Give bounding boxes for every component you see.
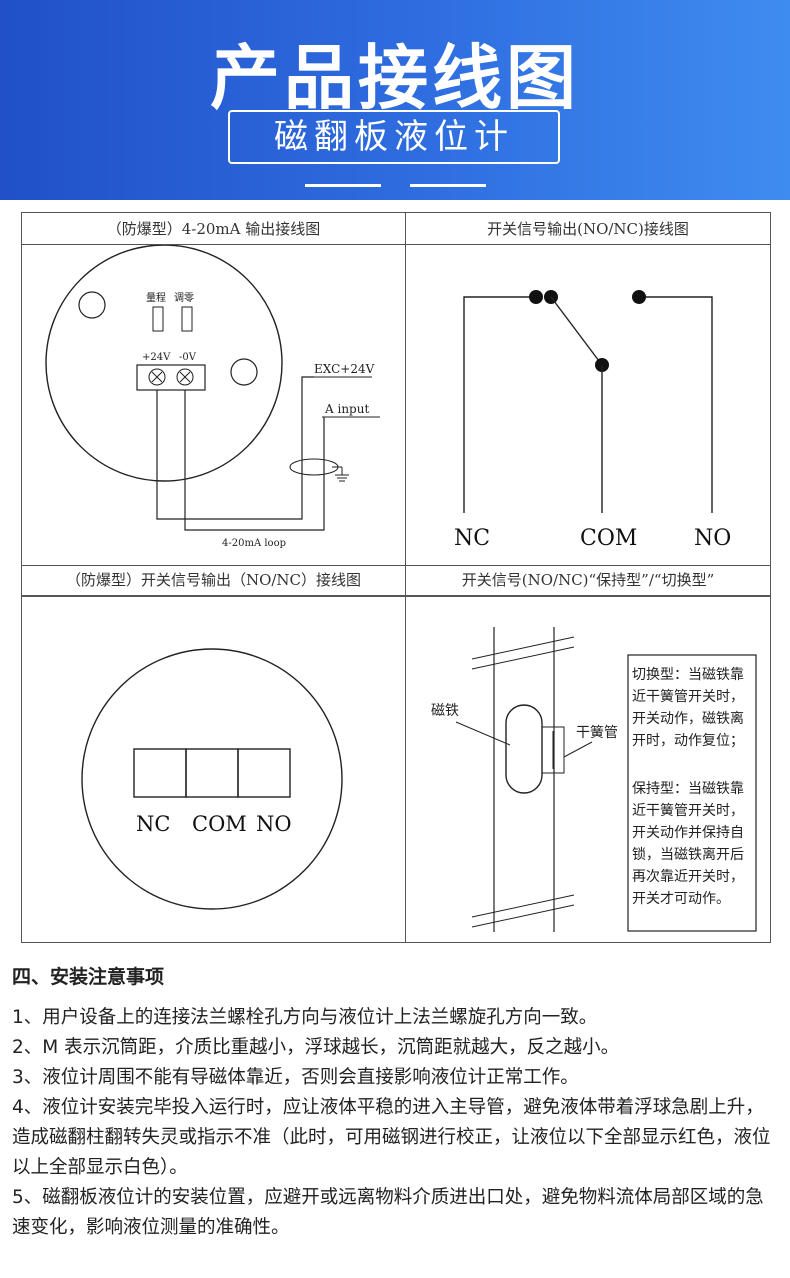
terminal-block-diagram: NC COM NO bbox=[81, 648, 343, 910]
grid-divider-upper bbox=[22, 565, 770, 566]
plus-24v-label: +24V bbox=[142, 352, 171, 363]
magnet-label: 磁铁 bbox=[431, 703, 459, 719]
panel-4-20ma-wiring: （防爆型）4-20mA 输出接线图 量程 调零 +24V -0V EXC+24V… bbox=[22, 213, 405, 565]
zero-label: 调零 bbox=[174, 292, 194, 304]
panel-title: 开关信号输出(NO/NC)接线图 bbox=[406, 213, 770, 245]
hold-type-line-1: 保持型：当磁铁靠 bbox=[632, 781, 744, 797]
note-item: 3、液位计周围不能有导磁体靠近，否则会直接影响液位计正常工作。 bbox=[12, 1067, 579, 1088]
hold-type-line-4: 锁，当磁铁离开后 bbox=[632, 846, 744, 863]
switch-type-line-4: 开时，动作复位； bbox=[632, 732, 744, 749]
note-item: 5、磁翻板液位计的安装位置，应避开或远离物料介质进出口处，避免物料流体局部区域的… bbox=[12, 1187, 764, 1238]
page-subtitle: 磁翻板液位计 bbox=[228, 110, 560, 164]
note-item: 2、M 表示沉筒距，介质比重越小，浮球越长，沉筒距就越大，反之越小。 bbox=[12, 1037, 620, 1058]
panel-no-nc-wiring: 开关信号输出(NO/NC)接线图 NC COM NO bbox=[406, 213, 770, 565]
note-item: 1、用户设备上的连接法兰螺栓孔方向与液位计上法兰螺旋孔方向一致。 bbox=[12, 1007, 598, 1028]
grid-divider-lower bbox=[22, 596, 770, 597]
reed-switch-label: 干簧管 bbox=[576, 725, 618, 741]
header-banner: 产品接线图 磁翻板液位计 bbox=[0, 0, 790, 200]
a-input-label: A input bbox=[324, 402, 369, 416]
switch-type-line-2: 近干簧管开关时， bbox=[632, 689, 744, 705]
reed-switch-diagram: 磁铁 干簧管 切换型：当磁铁靠 近干簧管开关时， 开关动作，磁铁离 开时，动作复… bbox=[431, 627, 757, 932]
minus-0v-label: -0V bbox=[179, 352, 197, 363]
wiring-diagram-grid: （防爆型）4-20mA 输出接线图 量程 调零 +24V -0V EXC+24V… bbox=[21, 212, 771, 943]
panel-hold-switch-types: 磁铁 干簧管 切换型：当磁铁靠 近干簧管开关时， 开关动作，磁铁离 开时，动作复… bbox=[406, 597, 770, 942]
com-label: COM bbox=[580, 526, 637, 551]
grid-divider-vertical bbox=[405, 213, 406, 942]
hold-type-line-3: 开关动作并保持自 bbox=[632, 825, 744, 841]
page-title: 产品接线图 bbox=[210, 37, 580, 119]
notes-heading: 四、安装注意事项 bbox=[12, 966, 165, 988]
decor-bar-right bbox=[410, 184, 486, 187]
exc-24v-label: EXC+24V bbox=[314, 362, 375, 376]
panel-4-title: 开关信号(NO/NC)“保持型”/“切换型” bbox=[406, 565, 770, 596]
hold-type-line-2: 近干簧管开关时， bbox=[632, 803, 744, 819]
loop-label: 4-20mA loop bbox=[222, 538, 286, 549]
switch-type-line-3: 开关动作，磁铁离 bbox=[632, 710, 744, 727]
no-terminal-label: NO bbox=[256, 812, 292, 836]
decor-bar-left bbox=[305, 184, 381, 187]
4-20ma-wiring-diagram: 量程 调零 +24V -0V EXC+24V A input bbox=[45, 245, 380, 549]
switch-type-line-1: 切换型：当磁铁靠 bbox=[632, 666, 744, 683]
note-item: 4、液位计安装完毕投入运行时，应让液体平稳的进入主导管，避免液体带着浮球急剧上升… bbox=[12, 1097, 771, 1178]
no-label: NO bbox=[694, 526, 731, 551]
hold-type-line-6: 开关才可动作。 bbox=[632, 891, 730, 907]
panel-3-title: （防爆型）开关信号输出（NO/NC）接线图 bbox=[22, 565, 405, 596]
nc-terminal-label: NC bbox=[136, 812, 170, 836]
nc-label: NC bbox=[454, 526, 490, 551]
installation-notes: 四、安装注意事项 1、用户设备上的连接法兰螺栓孔方向与液位计上法兰螺旋孔方向一致… bbox=[12, 962, 782, 1243]
panel-explosion-proof-switch: NC COM NO bbox=[22, 597, 405, 942]
no-nc-switch-diagram: NC COM NO bbox=[454, 290, 731, 551]
hold-type-line-5: 再次靠近开关时， bbox=[632, 869, 744, 885]
range-label: 量程 bbox=[146, 292, 166, 304]
panel-title: （防爆型）4-20mA 输出接线图 bbox=[22, 213, 405, 245]
com-terminal-label: COM bbox=[192, 812, 247, 836]
